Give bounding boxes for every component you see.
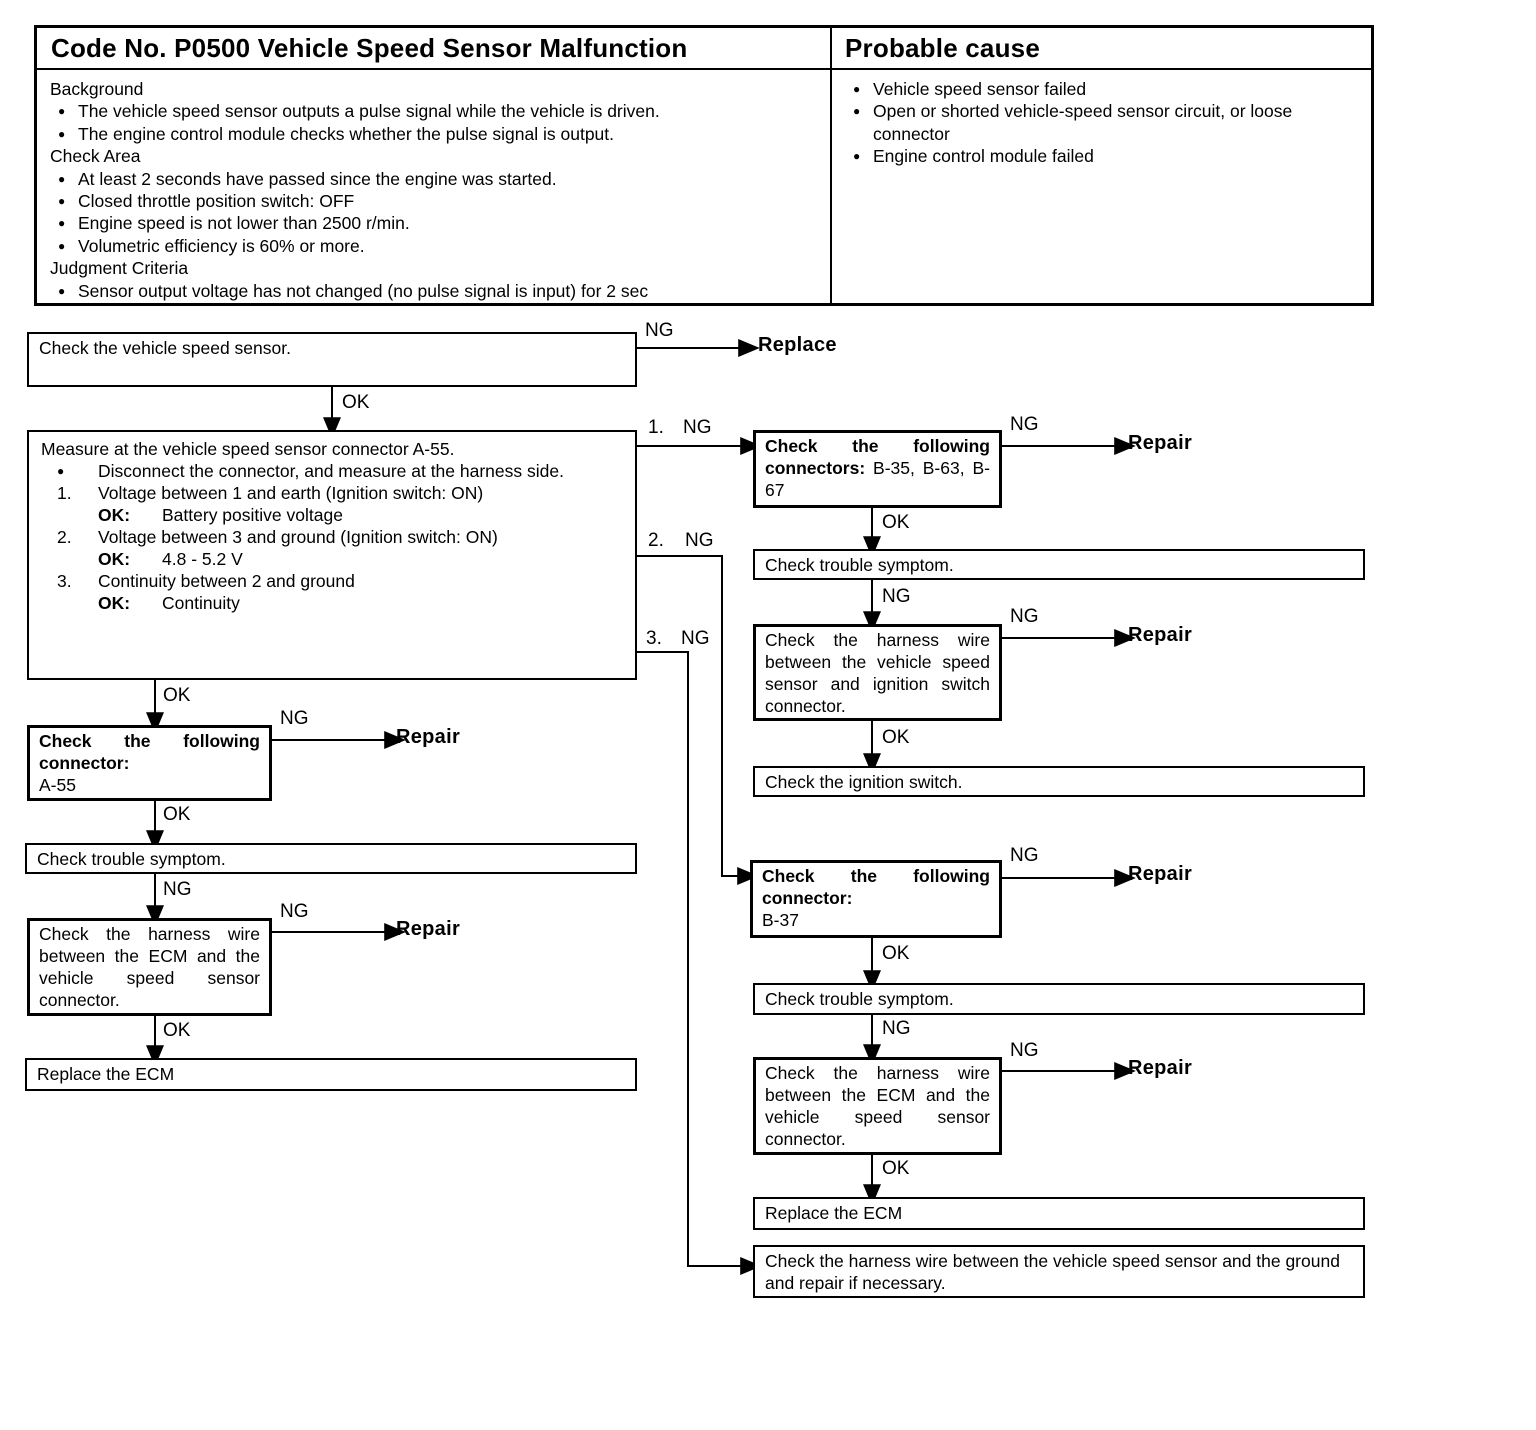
dtc-table: Code No. P0500 Vehicle Speed Sensor Malf… — [34, 25, 1374, 306]
dtc-description: Background ●The vehicle speed sensor out… — [50, 78, 825, 302]
item-number: 1. — [57, 483, 72, 503]
section-header: Judgment Criteria — [50, 258, 189, 279]
wire-ng3-to-ground-check — [637, 651, 762, 1275]
table-header-divider — [37, 68, 1371, 70]
flow-box-harness-ecm-right: Check the harness wire between the ECM a… — [753, 1057, 1002, 1155]
ok-label: OK: — [98, 593, 131, 613]
bullet-item: ●Closed throttle position switch: OFF — [50, 190, 825, 212]
measure-item-1: 1. Voltage between 1 and earth (Ignition… — [57, 483, 484, 503]
measure-item-2: 2. Voltage between 3 and ground (Ignitio… — [57, 527, 498, 547]
bullet-icon: ● — [58, 216, 66, 231]
result-repair: Repair — [1128, 624, 1193, 646]
output-number-1: 1. — [648, 417, 664, 438]
label-ok: OK — [882, 1158, 910, 1179]
bullet-icon: ● — [57, 464, 65, 478]
label-ng: NG — [681, 628, 710, 649]
flow-box-check-speed-sensor: Check the vehicle speed sensor. — [27, 332, 637, 387]
section-header: Background — [50, 79, 144, 99]
flow-box-check-trouble-symptom-2: Check trouble symptom. — [25, 843, 637, 874]
label-ok: OK — [163, 685, 191, 706]
label-ng: NG — [685, 530, 714, 551]
label-ng: NG — [645, 320, 674, 341]
flow-box-measure-connector-a55: Measure at the vehicle speed sensor conn… — [27, 430, 637, 680]
flow-box-harness-ground: Check the harness wire between the vehic… — [753, 1245, 1365, 1298]
section-header: Check Area — [50, 146, 141, 167]
label-ng: NG — [882, 586, 911, 607]
bullet-item: ●Vehicle speed sensor failed — [845, 78, 1360, 100]
table-column-divider — [830, 28, 832, 303]
flow-box-harness-ignition: Check the harness wire between the vehic… — [753, 624, 1002, 721]
label-ok: OK — [882, 512, 910, 533]
item-number: 2. — [57, 527, 72, 547]
bullet-item: ●Engine speed is not lower than 2500 r/m… — [50, 212, 825, 234]
bullet-item: ●The engine control module checks whethe… — [50, 123, 825, 145]
label-ng: NG — [280, 901, 309, 922]
label-ok: OK — [163, 804, 191, 825]
label-ok: OK — [882, 943, 910, 964]
label-ok: OK — [342, 392, 370, 413]
flow-box-check-connector-a55: Check the following connector: A-55 — [27, 725, 272, 801]
bullet-icon: ● — [853, 82, 861, 96]
label-ng: NG — [683, 417, 712, 438]
result-repair: Repair — [396, 918, 461, 940]
bullet-icon: ● — [58, 126, 66, 141]
item-number: 3. — [57, 571, 72, 591]
ok-label: OK: — [98, 549, 131, 569]
result-repair: Repair — [1128, 863, 1193, 885]
bullet-icon: ● — [58, 283, 66, 298]
flow-box-check-connectors-b35-b63-b67: Check the following connectors: B-35, B-… — [753, 430, 1002, 508]
flow-box-check-connector-b37: Check the following connector: B-37 — [750, 860, 1002, 938]
measure-item-1-ok: OK: Battery positive voltage — [98, 505, 343, 525]
measure-item-3: 3. Continuity between 2 and ground — [57, 571, 355, 591]
label-ng: NG — [1010, 606, 1039, 627]
result-repair: Repair — [396, 726, 461, 748]
flow-box-check-ignition-switch: Check the ignition switch. — [753, 766, 1365, 797]
bullet-icon: ● — [58, 104, 66, 119]
bullet-item: ●Engine control module failed — [845, 145, 1360, 167]
bullet-item: ●Volumetric efficiency is 60% or more. — [50, 235, 825, 257]
bullet-icon: ● — [58, 238, 66, 253]
flow-box-replace-ecm-right: Replace the ECM — [753, 1197, 1365, 1230]
bullet-item: ●Open or shorted vehicle-speed sensor ci… — [845, 100, 1360, 145]
label-ok: OK — [882, 727, 910, 748]
page-title: Code No. P0500 Vehicle Speed Sensor Malf… — [51, 33, 688, 63]
bullet-icon: ● — [58, 171, 66, 186]
bullet-item: ● Disconnect the connector, and measure … — [57, 461, 564, 481]
result-repair: Repair — [1128, 432, 1193, 454]
label-ok: OK — [163, 1020, 191, 1041]
label-ng: NG — [1010, 1040, 1039, 1061]
flow-box-check-trouble-symptom-1: Check trouble symptom. — [753, 549, 1365, 580]
wire-ng2-to-connector-b37 — [637, 555, 759, 885]
measure-item-2-ok: OK: 4.8 - 5.2 V — [98, 549, 243, 569]
label-ng: NG — [1010, 414, 1039, 435]
label-ng: NG — [163, 879, 192, 900]
flow-box-harness-ecm-left: Check the harness wire between the ECM a… — [27, 918, 272, 1016]
output-number-3: 3. — [646, 628, 662, 649]
bullet-icon: ● — [58, 194, 66, 209]
output-number-2: 2. — [648, 530, 664, 551]
bullet-item: ●The vehicle speed sensor outputs a puls… — [50, 100, 825, 122]
bullet-icon: ● — [853, 149, 861, 164]
flow-box-replace-ecm-left: Replace the ECM — [25, 1058, 637, 1091]
flow-box-check-trouble-symptom-3: Check trouble symptom. — [753, 983, 1365, 1015]
measure-item-3-ok: OK: Continuity — [98, 593, 240, 613]
bullet-item: ●Sensor output voltage has not changed (… — [50, 280, 825, 302]
measure-title: Measure at the vehicle speed sensor conn… — [41, 439, 455, 459]
probable-cause-list: ●Vehicle speed sensor failed ●Open or sh… — [845, 78, 1360, 168]
bullet-icon: ● — [853, 104, 861, 119]
ok-label: OK: — [98, 505, 131, 525]
label-ng: NG — [882, 1018, 911, 1039]
bullet-item: ●At least 2 seconds have passed since th… — [50, 168, 825, 190]
probable-cause-title: Probable cause — [845, 33, 1040, 63]
result-replace: Replace — [758, 334, 837, 356]
label-ng: NG — [1010, 845, 1039, 866]
label-ng: NG — [280, 708, 309, 729]
result-repair: Repair — [1128, 1057, 1193, 1079]
